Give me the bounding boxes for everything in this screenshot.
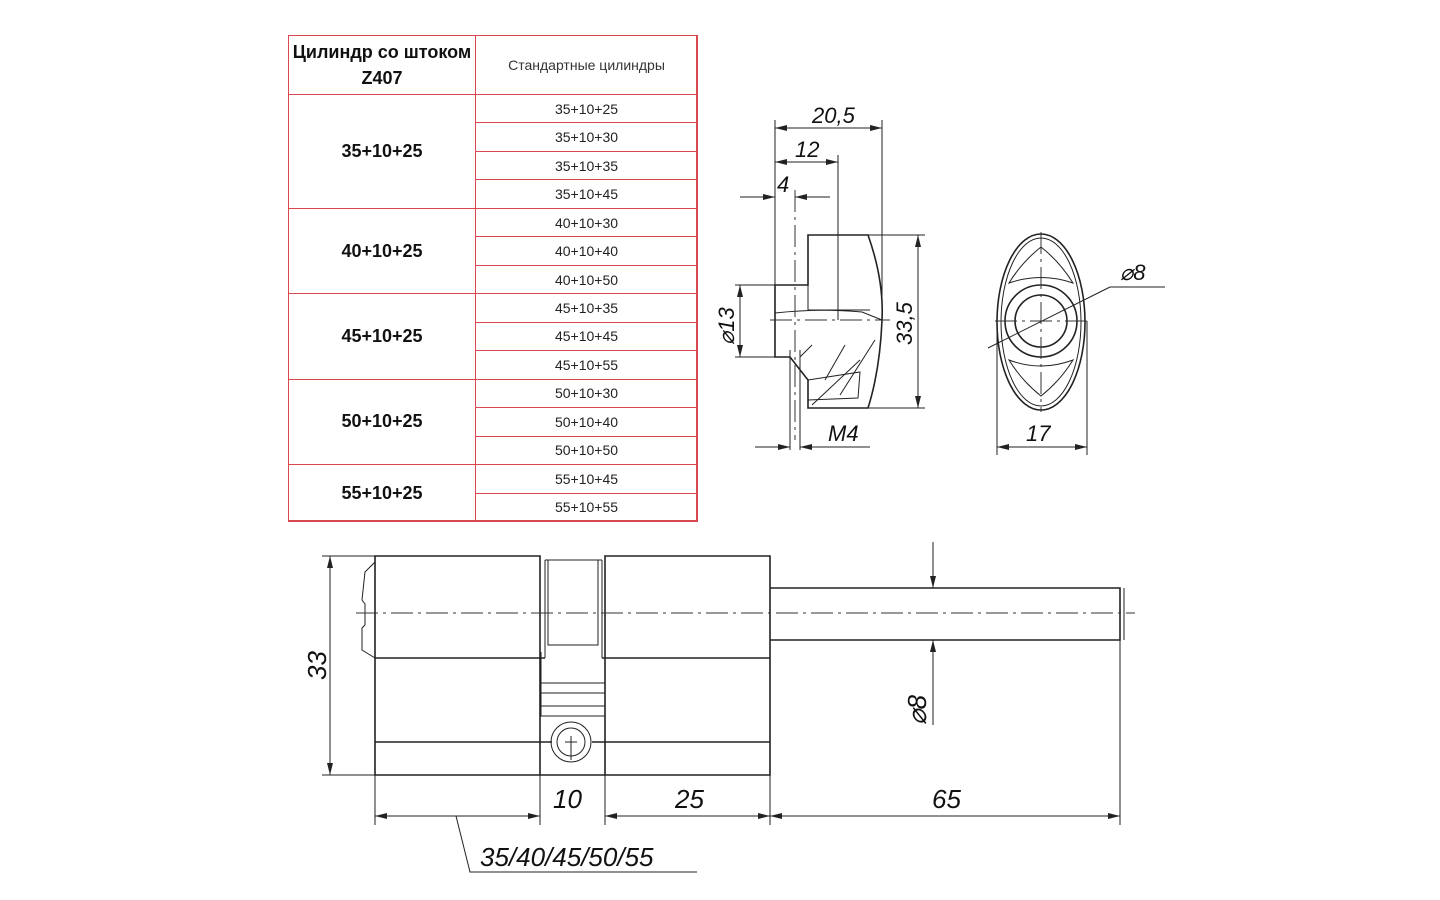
- dim-width-17: 17: [1026, 421, 1051, 446]
- dim-diameter-8-front: ⌀8: [1120, 260, 1146, 285]
- cylinder-drawing: 33 10 25 65 35/40/45/50/55 ⌀8: [302, 542, 1135, 873]
- dim-middle-10: 10: [553, 784, 582, 814]
- dim-width-20-5: 20,5: [811, 103, 856, 128]
- dim-stem-65: 65: [932, 784, 961, 814]
- dim-thread-m4: M4: [828, 421, 859, 446]
- dim-height-33-5: 33,5: [892, 301, 917, 345]
- table-cell-standard-cylinder: 55+10+55: [475, 492, 698, 523]
- dim-left-options: 35/40/45/50/55: [480, 842, 654, 872]
- dim-height-33: 33: [302, 651, 332, 680]
- dim-12: 12: [795, 137, 819, 162]
- knob-side-view: 20,5 12 4 ⌀13 33,5 M4: [714, 103, 925, 450]
- dim-stem-diameter-8: ⌀8: [902, 694, 932, 725]
- dim-diameter-13: ⌀13: [714, 307, 739, 345]
- dim-right-25: 25: [674, 784, 704, 814]
- cylinder-size-table: Цилиндр со штоком Z407 Стандартные цилин…: [288, 35, 698, 523]
- knob-front-view: ⌀8 17: [987, 232, 1165, 455]
- dim-4: 4: [777, 172, 789, 197]
